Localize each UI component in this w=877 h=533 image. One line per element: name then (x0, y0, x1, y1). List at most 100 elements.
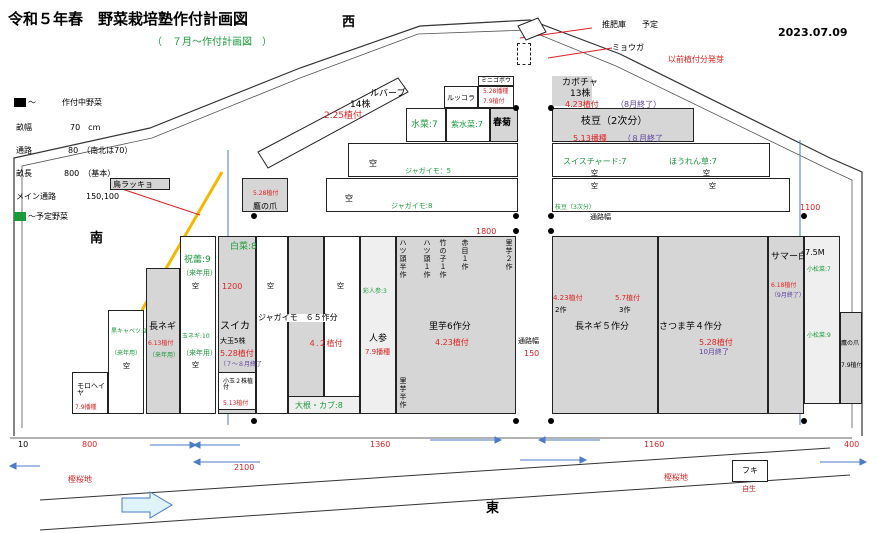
cabbage-year: （来年用） (111, 350, 142, 357)
sora7-label: 空 (192, 282, 199, 290)
kabocha-date: 4.23植付 (565, 100, 599, 109)
jaga8-bed: 空 ジャガイモ:8 (326, 178, 518, 212)
sora3-label: 空 (591, 169, 598, 177)
negi5-label: 長ネギ５作分 (575, 322, 630, 332)
dim-1360: 1360 (370, 440, 391, 449)
bird-rakkyo-bed: 鳥ラッキョ (110, 178, 170, 190)
rhubarb-bed-outline (257, 77, 409, 169)
suika-end: （７～８月終了 (220, 361, 263, 368)
corner-dot (548, 418, 554, 424)
edamame3-label: 枝豆（3次分） (555, 204, 595, 211)
takano2-date: 7.9植付 (841, 362, 863, 369)
satsuma-block: さつま芋４作分 5.28植付 10月終了 (658, 236, 768, 414)
takano-label: 鷹の爪 (253, 202, 277, 211)
corner-dot (548, 105, 554, 111)
satoimo-block: ハツ頭半作 ハツ頭１作 竹の子１作 赤目１作 里芋２作 里芋6作分 4.23植付… (396, 236, 516, 414)
takano-date: 5.28植付 (253, 190, 279, 197)
shungiku-bed: 春菊 (490, 108, 518, 142)
corner-dot (251, 418, 257, 424)
v-sato-half: 里芋半作 (399, 377, 407, 409)
satsuma-end: 10月終了 (699, 348, 729, 356)
mini-gobo-bed: ミニゴボウ (478, 76, 514, 86)
v-sato: 里芋２作 (505, 239, 513, 271)
v-take: 竹の子１作 (439, 239, 447, 279)
sora5-label: 空 (591, 182, 598, 190)
jaga5-label: ジャガイモ：5 (405, 167, 452, 175)
negi5-b-date: 5.7植付 (615, 294, 641, 302)
south-road-line-upper (39, 447, 831, 501)
komizuna-label: 紫水菜:7 (451, 120, 483, 129)
carrot-label: 彩人参:3 (363, 288, 387, 295)
fuki-box: フキ (732, 460, 768, 482)
myoga-arrow (547, 47, 613, 59)
sowing-528: 5.28播種 (483, 88, 509, 95)
corner-dot (513, 228, 519, 234)
swiss-bed: スイスチャード:7 ほうれん草:7 空 空 (552, 143, 770, 177)
ninjin-column: 彩人参:3 人参 7.9播種 (360, 236, 396, 414)
takano2-label: 鷹の爪 (841, 340, 860, 347)
kashi-right: 樫桜地 (664, 473, 688, 482)
negi5-sub: 2作 (555, 306, 567, 314)
width-7-5m: 7.5M (805, 248, 825, 257)
width-1200: 1200 (222, 282, 243, 291)
tamanegi-label: 玉ネギ:10 (182, 333, 210, 340)
width-1100: 1100 (800, 203, 821, 212)
sora11-label: 空 (192, 361, 199, 369)
date-label: 2023.07.09 (778, 26, 848, 39)
daikon-bed: 大根・カブ:8 (288, 396, 360, 414)
sora8-label: 空 (267, 282, 274, 290)
v-aka: 赤目１作 (461, 239, 469, 271)
summer-date: 6.18植付 (771, 282, 797, 289)
direction-west: 西 (342, 15, 356, 30)
edamame3-bed: 空 空 枝豆（3次分） (552, 178, 790, 212)
legend-row-label: 畝幅 (16, 123, 32, 132)
negi-column: 長ネギ 6.13植付 （来年用） (146, 268, 180, 414)
legend-main-path-label: メイン通路 (16, 192, 56, 201)
jaga5-bed: 空 ジャガイモ：5 (348, 143, 518, 177)
cabbage-label: 黒キャベツ:9 (111, 328, 147, 335)
jaga-date: ４.２植付 (308, 339, 343, 348)
road-direction-arrow (121, 491, 173, 519)
compost-label: 推肥庫 予定 (602, 20, 658, 29)
komatsuna7-label: 小松菜:7 (807, 266, 831, 273)
jaga-column-b: 空 (324, 236, 360, 414)
suika-small-label: 小玉２株植付 (223, 378, 254, 391)
rucola-bed: ルッコラ (444, 86, 478, 108)
corner-dot (801, 213, 807, 219)
swiss-label: スイスチャード:7 (563, 157, 627, 166)
corner-dot (513, 418, 519, 424)
jaga-header: ジャガイモ ６５作分 (258, 313, 338, 322)
suika-small-bed: 小玉２株植付 5.13植付 (218, 372, 256, 410)
iwaimai-label: 祝蕾:9 (184, 255, 211, 265)
komatsuna-column: 7.5M 小松菜:7 小松菜:9 (804, 236, 840, 404)
corner-dot (513, 105, 519, 111)
suika-small-date: 5.13植付 (223, 400, 249, 407)
legend-row-value: 70 cm (70, 123, 101, 132)
width-1800: 1800 (476, 227, 497, 236)
iwaimai-year: （来年用） (182, 269, 217, 277)
iwaimai-column (180, 236, 216, 414)
south-road-line-lower (39, 474, 851, 531)
legend-planted-prefix: ～ (28, 98, 36, 107)
shungiku-label: 春菊 (493, 118, 512, 128)
kabocha-end: （8月終了） (616, 100, 662, 109)
summer-label-a: サマー白菜 (771, 252, 817, 262)
v-hatsu1: ハツ頭半作 (399, 239, 407, 279)
rhubarb-label: ルバーブ (370, 89, 406, 99)
flow-arrows (8, 436, 868, 470)
edamame2-bed: 枝豆（2次分） 5.13播種 （８月終了 (552, 108, 694, 143)
ninjin-label: 人参 (369, 334, 388, 344)
direction-east: 東 (486, 501, 500, 516)
rhubarb-count: 14株 (350, 100, 371, 110)
daikon-label: 大根・カブ:8 (295, 401, 343, 410)
edamame2-date: 5.13播種 (573, 134, 607, 143)
legend-planned-swatch (14, 212, 26, 221)
negi5-b-sub: 3作 (619, 306, 631, 314)
legend-planted-label: 作付中野菜 (62, 98, 102, 107)
page-subtitle: （ ７月～作付計画図 ） (152, 37, 272, 48)
edamame2-label: 枝豆（2次分） (581, 116, 648, 127)
sora9-label: 空 (337, 282, 344, 290)
kashi-left: 樫桜地 (68, 475, 92, 484)
moro-date: 7.9播種 (75, 404, 97, 411)
